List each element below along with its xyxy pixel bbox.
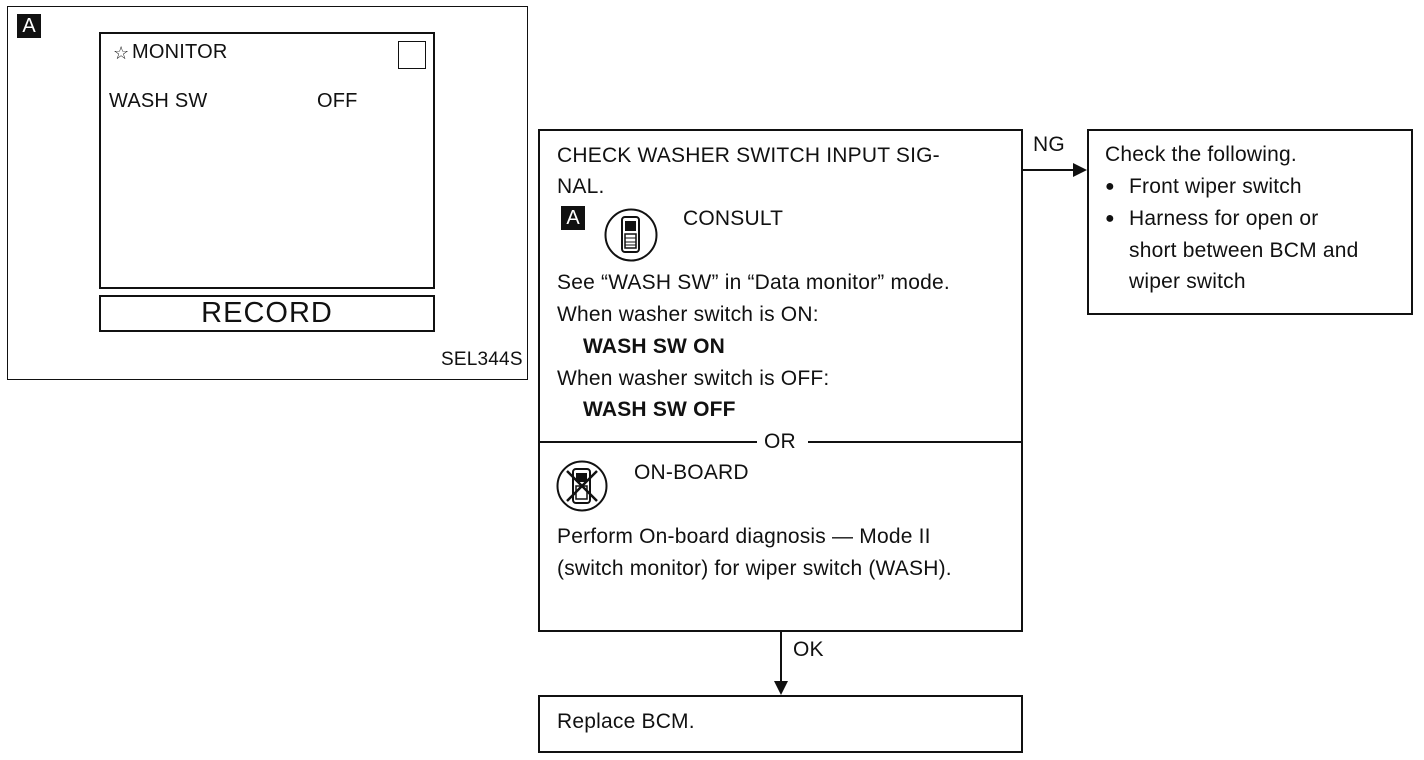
star-icon: ☆ xyxy=(113,43,130,63)
consult-badge: A xyxy=(17,14,41,38)
ok-result-box xyxy=(538,695,1023,753)
check-title-line2: NAL. xyxy=(557,175,605,198)
ok-label: OK xyxy=(793,638,824,661)
monitor-checkbox[interactable] xyxy=(398,41,426,69)
no-consult-icon xyxy=(556,460,608,512)
consult-label: CONSULT xyxy=(683,207,784,230)
check-title-line1: CHECK WASHER SWITCH INPUT SIG- xyxy=(557,144,940,167)
consult-method-badge: A xyxy=(561,206,585,230)
result-on: WASH SW ON xyxy=(583,335,725,358)
ng-heading: Check the following. xyxy=(1105,143,1297,166)
or-label: OR xyxy=(764,430,796,453)
ng-arrowhead xyxy=(1073,163,1087,177)
ng-result-box xyxy=(1087,129,1413,315)
ok-arrowhead xyxy=(774,681,788,695)
bullet-icon: ● xyxy=(1105,210,1115,227)
onboard-line1: Perform On-board diagnosis — Mode II xyxy=(557,525,931,548)
figure-id: SEL344S xyxy=(441,349,523,370)
item-value: OFF xyxy=(317,90,358,112)
when-on-line: When washer switch is ON: xyxy=(557,303,819,326)
consult-tester-icon xyxy=(604,208,658,262)
bullet-icon: ● xyxy=(1105,178,1115,195)
monitor-label: MONITOR xyxy=(132,41,228,63)
record-button-label: RECORD xyxy=(201,297,333,329)
item-name: WASH SW xyxy=(109,90,208,112)
ng-bullet2-line2: short between BCM and xyxy=(1129,239,1359,262)
ng-label: NG xyxy=(1033,133,1065,156)
see-wash-sw-line: See “WASH SW” in “Data monitor” mode. xyxy=(557,271,950,294)
record-button[interactable]: RECORD xyxy=(99,295,435,332)
onboard-line2: (switch monitor) for wiper switch (WASH)… xyxy=(557,557,952,580)
ng-bullet2-line3: wiper switch xyxy=(1129,270,1246,293)
or-divider-right xyxy=(808,441,1022,443)
ng-bullet2-line1: Harness for open or xyxy=(1129,207,1319,230)
ng-bullet1: Front wiper switch xyxy=(1129,175,1302,198)
or-divider-left xyxy=(539,441,757,443)
result-off: WASH SW OFF xyxy=(583,398,736,421)
ok-action: Replace BCM. xyxy=(557,710,695,733)
onboard-label: ON-BOARD xyxy=(634,461,749,484)
when-off-line: When washer switch is OFF: xyxy=(557,367,830,390)
monitor-display xyxy=(99,32,435,289)
